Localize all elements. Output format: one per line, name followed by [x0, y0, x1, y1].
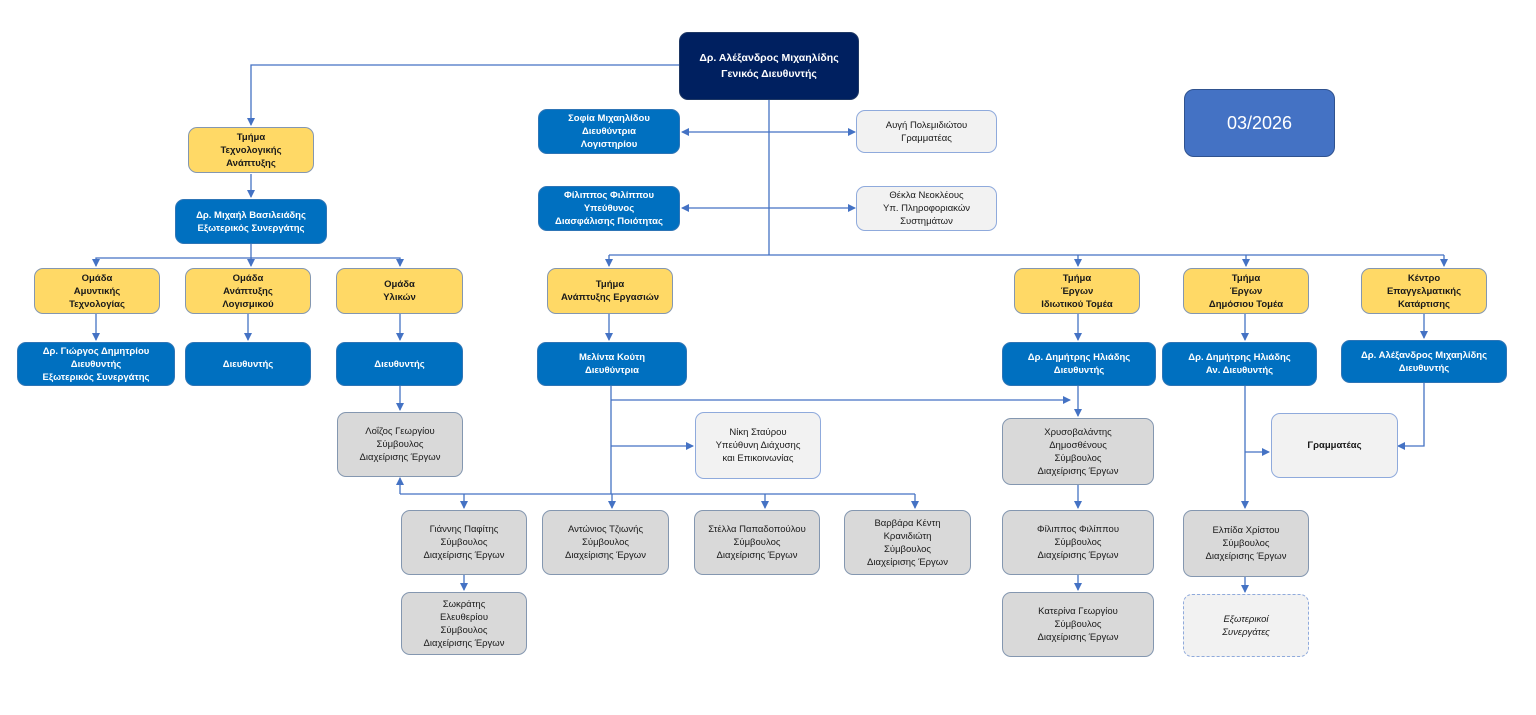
- ops-dept-box[interactable]: Τμήμα Ανάπτυξης Εργασιών: [547, 268, 673, 314]
- training-dept-box[interactable]: Κέντρο Επαγγελματικής Κατάρτισης: [1361, 268, 1487, 314]
- ceo-to-tech: [247, 64, 680, 126]
- consultant-filippou[interactable]: Φίλιππος Φιλίππου Σύμβουλος Διαχείρισης …: [1002, 510, 1154, 575]
- private-dept-head[interactable]: Δρ. Δημήτρης Ηλιάδης Διευθυντής: [1002, 342, 1156, 386]
- shared-secretary[interactable]: Γραμματέας: [1271, 413, 1398, 478]
- consultant-georgiou[interactable]: Κατερίνα Γεωργίου Σύμβουλος Διαχείρισης …: [1002, 592, 1154, 657]
- training-dept-head[interactable]: Δρ. Αλέξανδρος Μιχαηλίδης Διευθυντής: [1341, 340, 1507, 383]
- consultant-loizos[interactable]: Λοΐζος Γεωργίου Σύμβουλος Διαχείρισης Έρ…: [337, 412, 463, 477]
- consultant-papadopoulou[interactable]: Στέλλα Παπαδοπούλου Σύμβουλος Διαχείριση…: [694, 510, 820, 575]
- comms-officer[interactable]: Νίκη Σταύρου Υπεύθυνη Διάχυσης και Επικο…: [695, 412, 821, 479]
- date-badge: 03/2026: [1184, 89, 1335, 157]
- public-dept-head[interactable]: Δρ. Δημήτρης Ηλιάδης Αν. Διευθυντής: [1162, 342, 1317, 386]
- group-materials[interactable]: Ομάδα Υλικών: [336, 268, 463, 314]
- ops-dept-head[interactable]: Μελίντα Κούτη Διευθύντρια: [537, 342, 687, 386]
- quality-manager[interactable]: Φίλιππος Φιλίππου Υπεύθυνος Διασφάλισης …: [538, 186, 680, 231]
- ceo-box[interactable]: Δρ. Αλέξανδρος Μιχαηλίδης Γενικός Διευθυ…: [679, 32, 859, 100]
- tech-dept-box[interactable]: Τμήμα Τεχνολογικής Ανάπτυξης: [188, 127, 314, 173]
- group-defense-tech[interactable]: Ομάδα Αμυντικής Τεχνολογίας: [34, 268, 160, 314]
- consultant-kenti[interactable]: Βαρβάρα Κέντη Κρανιδιώτη Σύμβουλος Διαχε…: [844, 510, 971, 575]
- private-dept-box[interactable]: Τμήμα Έργων Ιδιωτικού Τομέα: [1014, 268, 1140, 314]
- external-partners[interactable]: Εξωτερικοί Συνεργάτες: [1183, 594, 1309, 657]
- tech-dept-head[interactable]: Δρ. Μιχαήλ Βασιλειάδης Εξωτερικός Συνεργ…: [175, 199, 327, 244]
- consultant-pafitis[interactable]: Γιάννης Παφίτης Σύμβουλος Διαχείρισης Έρ…: [401, 510, 527, 575]
- ceo-title: Γενικός Διευθυντής: [721, 68, 817, 80]
- consultant-christou[interactable]: Ελπίδα Χρίστου Σύμβουλος Διαχείρισης Έργ…: [1183, 510, 1309, 577]
- group-defense-head[interactable]: Δρ. Γιώργος Δημητρίου Διευθυντής Εξωτερι…: [17, 342, 175, 386]
- consultant-eleftheriou[interactable]: Σωκράτης Ελευθερίου Σύμβουλος Διαχείριση…: [401, 592, 527, 655]
- public-dept-box[interactable]: Τμήμα Έργων Δημόσιου Τομέα: [1183, 268, 1309, 314]
- consultant-dimosthenous[interactable]: Χρυσοβαλάντης Δημοσθένους Σύμβουλος Διαχ…: [1002, 418, 1154, 485]
- ceo-name: Δρ. Αλέξανδρος Μιχαηλίδης: [699, 52, 839, 64]
- secretary-box[interactable]: Αυγή Πολεμιδιώτου Γραμματέας: [856, 110, 997, 153]
- group-software-head[interactable]: Διευθυντής: [185, 342, 311, 386]
- group-materials-head[interactable]: Διευθυντής: [336, 342, 463, 386]
- consultant-tzionis[interactable]: Αντώνιος Τζιωνής Σύμβουλος Διαχείρισης Έ…: [542, 510, 669, 575]
- group-software-dev[interactable]: Ομάδα Ανάπτυξης Λογισμικού: [185, 268, 311, 314]
- it-officer[interactable]: Θέκλα Νεοκλέους Υπ. Πληροφοριακών Συστημ…: [856, 186, 997, 231]
- accounting-director[interactable]: Σοφία Μιχαηλίδου Διευθύντρια Λογιστηρίου: [538, 109, 680, 154]
